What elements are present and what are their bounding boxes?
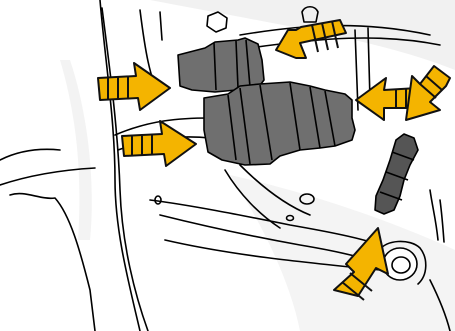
upper-bracket-line-2 (160, 12, 162, 40)
right-edge-line (430, 190, 438, 240)
main-component (204, 82, 355, 165)
right-edge-line-2 (440, 200, 444, 242)
upper-component-body (178, 38, 264, 92)
arrow-right-far (406, 66, 450, 120)
upper-component (178, 38, 264, 92)
bushing-inner (392, 257, 410, 273)
hex-nut (207, 12, 227, 32)
fender-outline (100, 0, 140, 331)
fender-inner-line (102, 8, 148, 331)
right-hose (375, 134, 418, 214)
hose-body (375, 134, 418, 214)
left-lip (0, 149, 60, 160)
main-component-body (204, 82, 355, 165)
arrow-left-upper (98, 63, 170, 110)
